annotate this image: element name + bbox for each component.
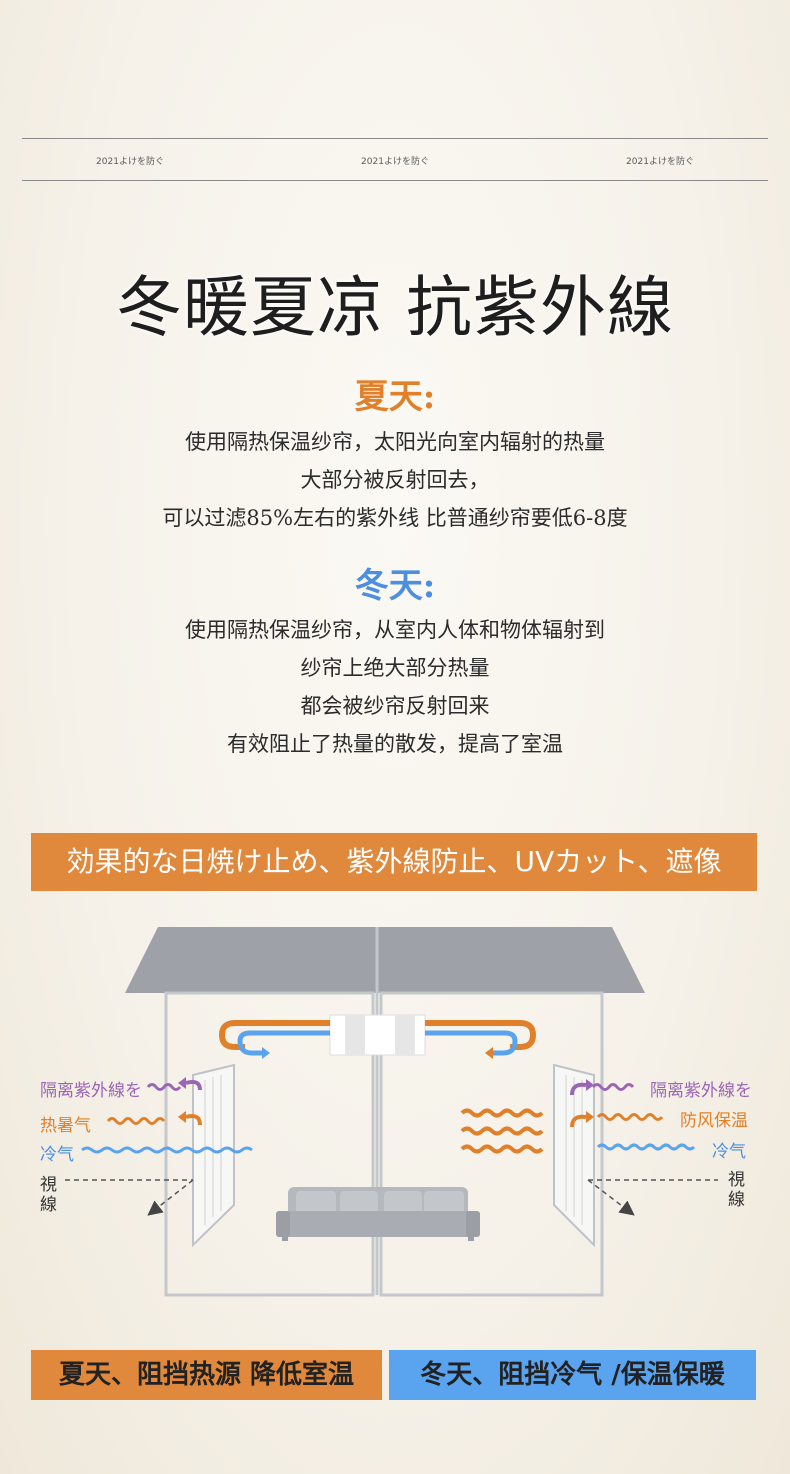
house-diagram: 隔离紫外線を 热暑气 冷气 視 線 隔离紫外線を 防风保温 冷气 視 線 (0, 915, 790, 1315)
right-sight-label: 視 線 (728, 1170, 745, 1210)
winter-line: 都会被纱帘反射回来 (300, 694, 490, 718)
header-tag: 2021よけを防ぐ (96, 157, 164, 167)
uv-wave-right (591, 1083, 635, 1091)
summer-line: 大部分被反射回去， (300, 468, 490, 492)
heat-wave-room (460, 1108, 544, 1118)
top-rule (22, 138, 768, 139)
right-cold-label: 冷气 (712, 1142, 746, 1162)
left-uv-label: 隔离紫外線を (40, 1081, 142, 1101)
warm-flow-right (425, 1020, 537, 1050)
right-wind-label: 防风保温 (680, 1111, 748, 1131)
house-illustration (65, 927, 718, 1297)
right-uv-label: 隔离紫外線を (650, 1081, 752, 1101)
winter-line: 有效阻止了热量的散发，提高了室温 (227, 732, 563, 756)
heat-wave-left (106, 1117, 166, 1125)
summer-line: 可以过滤85%左右的紫外线 比普通纱帘要低6-8度 (162, 506, 628, 530)
winter-line: 使用隔热保温纱帘，从室内人体和物体辐射到 (185, 618, 605, 642)
feature-banner: 効果的な日焼け止め、紫外線防止、UVカット、遮像 (31, 833, 757, 891)
wind-wave-right (596, 1113, 664, 1121)
winter-benefit-badge: 冬天、阻挡冷气 /保温保暖 (389, 1350, 756, 1400)
winter-heading: 冬天: (354, 566, 436, 606)
left-window-frame (164, 991, 375, 1297)
page-title: 冬暖夏凉 抗紫外線 (116, 269, 674, 346)
header-tag: 2021よけを防ぐ (361, 157, 429, 167)
bottom-rule (22, 180, 768, 181)
sofa (276, 1187, 480, 1241)
summer-line: 使用隔热保温纱帘，太阳光向室内辐射的热量 (185, 430, 605, 454)
summer-benefit-badge: 夏天、阻挡热源 降低室温 (31, 1350, 382, 1400)
warm-flow-left (218, 1020, 330, 1050)
left-sight-label: 視 線 (40, 1175, 57, 1215)
winter-line: 纱帘上绝大部分热量 (300, 656, 490, 680)
left-cold-label: 冷气 (40, 1145, 74, 1165)
summer-heading: 夏天: (354, 377, 436, 417)
cool-flow-left (237, 1030, 330, 1056)
header-tag: 2021よけを防ぐ (626, 157, 694, 167)
uv-wave-left (146, 1083, 182, 1091)
cold-wave-left (81, 1146, 253, 1154)
roof (125, 927, 645, 993)
left-heat-label: 热暑气 (40, 1116, 91, 1136)
cool-flow-right (425, 1030, 518, 1056)
cold-wave-right (596, 1143, 696, 1151)
